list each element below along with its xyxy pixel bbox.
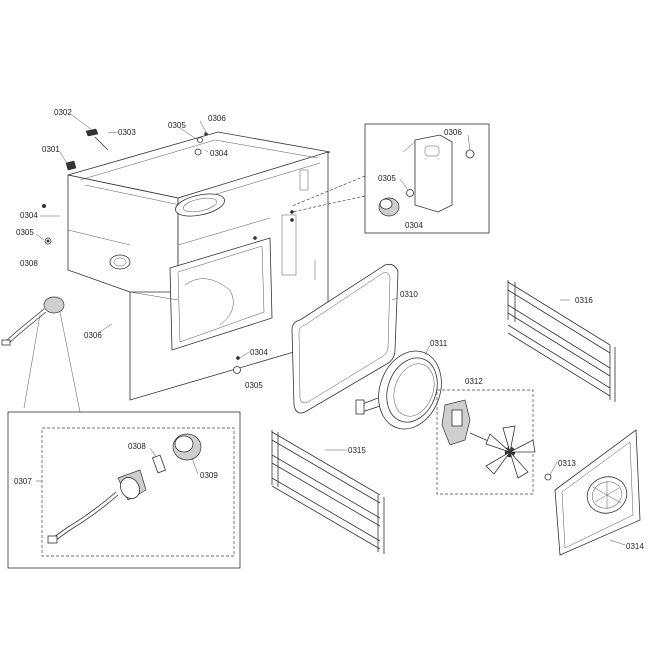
label-0306: 0306 — [444, 128, 462, 137]
label-0303: 0303 — [118, 128, 136, 137]
label-0316: 0316 — [575, 296, 593, 305]
rear-fan-cover — [544, 429, 641, 556]
leader-lines — [35, 114, 626, 546]
fan-blade — [485, 425, 536, 479]
heating-element — [355, 350, 442, 430]
door-gasket — [291, 263, 399, 414]
label-0305: 0305 — [16, 228, 34, 237]
label-0311: 0311 — [430, 339, 448, 348]
label-0304: 0304 — [210, 149, 228, 158]
probe-detail-inset — [7, 411, 241, 569]
label-0306: 0306 — [208, 114, 226, 123]
label-0308: 0308 — [20, 259, 38, 268]
oven-cavity-housing — [67, 131, 331, 401]
label-0304: 0304 — [405, 221, 423, 230]
label-0308: 0308 — [128, 442, 146, 451]
label-0305: 0305 — [245, 381, 263, 390]
label-0306: 0306 — [84, 331, 102, 340]
front-screw — [233, 356, 241, 374]
label-0304: 0304 — [250, 348, 268, 357]
left-shelf-rack — [271, 430, 385, 554]
right-shelf-rack — [507, 280, 616, 402]
lamp-detail-inset — [291, 123, 490, 234]
label-0305: 0305 — [378, 174, 396, 183]
label-0301: 0301 — [42, 145, 60, 154]
label-0302: 0302 — [54, 108, 72, 117]
label-0309: 0309 — [200, 471, 218, 480]
label-0314: 0314 — [626, 542, 644, 551]
label-0304: 0304 — [20, 211, 38, 220]
temperature-probe — [1, 296, 81, 413]
label-0305: 0305 — [168, 121, 186, 130]
label-0313: 0313 — [558, 459, 576, 468]
label-0310: 0310 — [400, 290, 418, 299]
small-fasteners-top-left — [41, 128, 208, 245]
part-labels: 0302 0303 0301 0304 0305 0308 0306 0305 … — [14, 108, 644, 551]
label-0312: 0312 — [465, 377, 483, 386]
fan-motor-inset — [436, 389, 536, 495]
label-0307: 0307 — [14, 477, 32, 486]
label-0315: 0315 — [348, 446, 366, 455]
